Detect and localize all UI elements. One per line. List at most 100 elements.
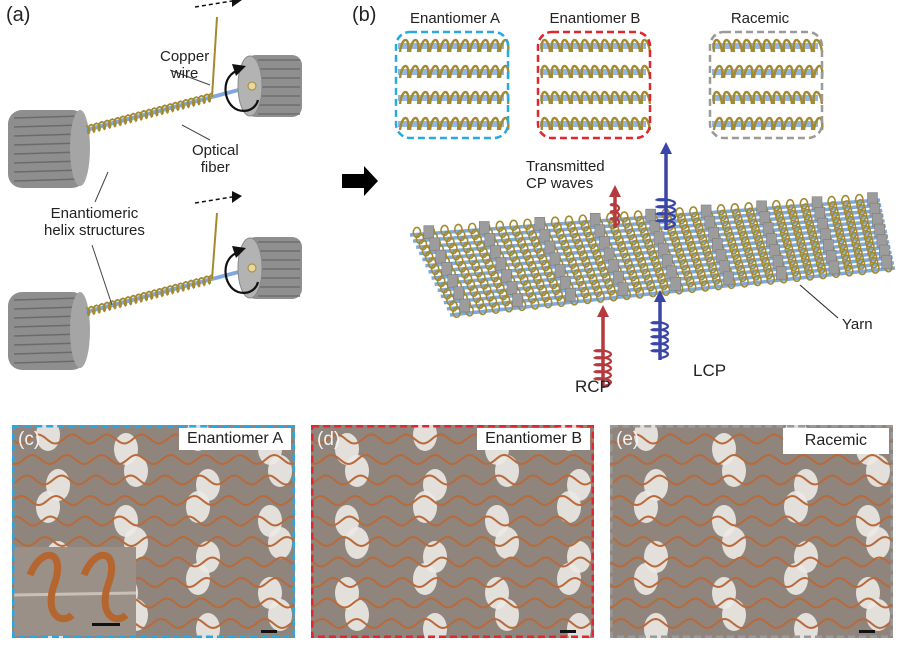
panel-a-letter: (a) (6, 4, 31, 26)
inset-closeup (13, 547, 137, 636)
copper-turn (827, 195, 837, 208)
yarn-bundle (722, 455, 746, 487)
copper-turn (740, 236, 750, 248)
copper-turn (635, 287, 645, 299)
copper-turn (630, 275, 640, 288)
copper-turn (856, 199, 865, 211)
yarn-segment (589, 212, 601, 227)
yarn-bundle (722, 599, 746, 631)
copper-turn (687, 281, 697, 294)
yarn-segment (723, 271, 734, 286)
photo-enantiomer-a: (c) Enantiomer A (12, 425, 295, 638)
copper-turn (630, 239, 640, 252)
copper-turn (624, 258, 633, 270)
copper-turn (812, 246, 822, 258)
copper-helix-row (311, 453, 594, 466)
photo-texture (610, 425, 893, 638)
copper-turn (591, 279, 601, 292)
copper-turn (560, 239, 570, 252)
copper-helix-row (610, 576, 892, 589)
copper-helix (398, 64, 510, 79)
photo-texture (12, 425, 295, 638)
copper-turn (698, 274, 708, 287)
copper-turn (840, 249, 850, 261)
left-spool (8, 110, 90, 188)
copper-turn (745, 207, 755, 220)
scale-bar (859, 630, 875, 633)
copper-turn (679, 218, 688, 230)
helix-fabric (409, 192, 896, 319)
yarn-bundle (268, 527, 292, 559)
copper-turn (556, 295, 566, 308)
copper-turn (671, 236, 681, 249)
copper-turn (576, 244, 586, 257)
yarn-segment (828, 260, 840, 275)
copper-turn (731, 248, 740, 260)
arrowhead (232, 64, 246, 76)
copper-turn (452, 306, 461, 319)
arrowhead (609, 185, 621, 197)
copper-helix-row (311, 617, 594, 630)
rotation-arrow-icon (224, 68, 260, 112)
yarn-bundle (36, 425, 60, 451)
photo-dashed-border (610, 425, 893, 638)
leader-line (94, 171, 109, 203)
optical-fiber (85, 95, 213, 132)
copper-helix (540, 90, 652, 105)
copper-turn (583, 225, 592, 238)
copper-turn (848, 226, 858, 239)
legend-dashed-border (708, 30, 824, 140)
copper-turn (669, 230, 679, 243)
copper-turn (530, 236, 540, 248)
fiber (540, 95, 646, 101)
copper-turn (633, 210, 643, 222)
copper-turn (843, 259, 853, 272)
panel-b-letter: (b) (352, 4, 377, 26)
copper-turn (579, 250, 588, 263)
polarization-helix (592, 349, 613, 388)
copper-turn (867, 246, 877, 259)
yarn-segment (666, 265, 677, 280)
yarn-segment (594, 224, 606, 239)
copper-turn (857, 204, 867, 216)
copper-turn (538, 284, 548, 297)
legend-dashed-border (536, 30, 652, 140)
lcp-transmitted-arrow (654, 142, 677, 230)
copper-turn (847, 221, 857, 233)
right-spool (237, 237, 302, 299)
copper-helix-row (610, 556, 893, 568)
yarn-segment (645, 208, 656, 223)
copper-turn (546, 271, 556, 284)
copper-turn (659, 278, 669, 291)
copper-turn (626, 264, 636, 276)
copper-turn (832, 217, 842, 229)
copper-turn (639, 262, 649, 275)
copper-turn (811, 240, 821, 253)
copper-turn (491, 302, 501, 314)
yarn-segment (429, 237, 441, 252)
copper-turn (792, 270, 802, 283)
copper-turn (690, 252, 700, 264)
copper-turn (694, 222, 704, 235)
copper-helix (540, 116, 652, 131)
photo-background (610, 425, 893, 638)
copper-turn (804, 263, 813, 276)
copper-turn (543, 265, 553, 278)
copper-turn (533, 273, 542, 285)
copper-turn (644, 238, 654, 251)
spool-body (8, 292, 86, 370)
copper-turn (747, 212, 757, 225)
legend-swatch-2 (708, 30, 824, 140)
photo-racemic: (e) Racemic (610, 425, 893, 638)
copper-turn (655, 267, 664, 279)
right-arrow-icon (342, 166, 378, 196)
copper-turn (688, 246, 698, 259)
copper-helix-row (311, 515, 594, 527)
label-line: Transmitted (526, 158, 605, 175)
photo-letter: (c) (18, 429, 41, 450)
copper-turn (555, 228, 565, 240)
copper-turn (570, 263, 580, 275)
copper-helix (540, 38, 652, 53)
copper-turn (586, 267, 596, 280)
copper-turn (799, 197, 809, 210)
